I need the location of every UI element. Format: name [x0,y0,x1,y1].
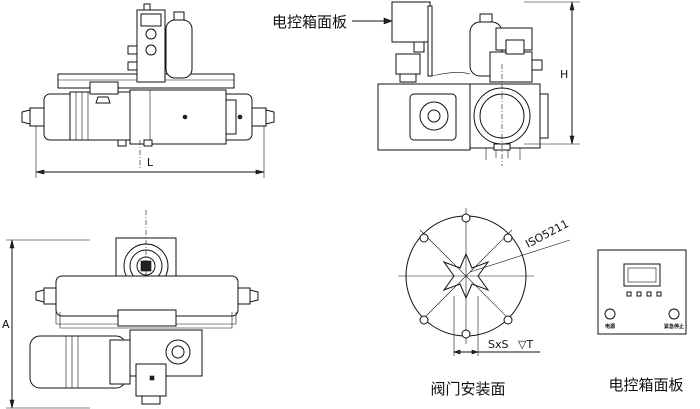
side-view: 电控箱面板 [272,1,580,166]
control-panel-pointer-label: 电控箱面板 [272,13,347,31]
panel-key [626,291,632,297]
depth-mark-label: ▽T [518,338,533,351]
top-view: A [2,210,259,409]
dim-h-label: H [560,68,568,81]
dim-l-label: L [147,156,154,169]
front-view: L [21,3,275,178]
emergency-stop-button [668,308,680,320]
dim-a-label: A [2,318,10,331]
power-label: 电源 [605,323,615,330]
valve-mounting-face-caption: 阀门安装面 [430,380,505,398]
control-panel-caption: 电控箱面板 [608,376,683,394]
sxs-label: SxS [488,338,508,351]
panel-display [623,263,661,287]
control-panel: 电源 紧急停止 电控箱面板 [597,249,687,394]
panel-key [656,291,662,297]
estop-label: 紧急停止 [664,323,684,330]
panel-key [646,291,652,297]
panel-key [636,291,642,297]
power-button [604,308,616,320]
iso-label: ISO5211 [523,217,571,250]
valve-mounting-face: ISO5211 SxS ▽T 阀门安装面 [398,208,571,398]
